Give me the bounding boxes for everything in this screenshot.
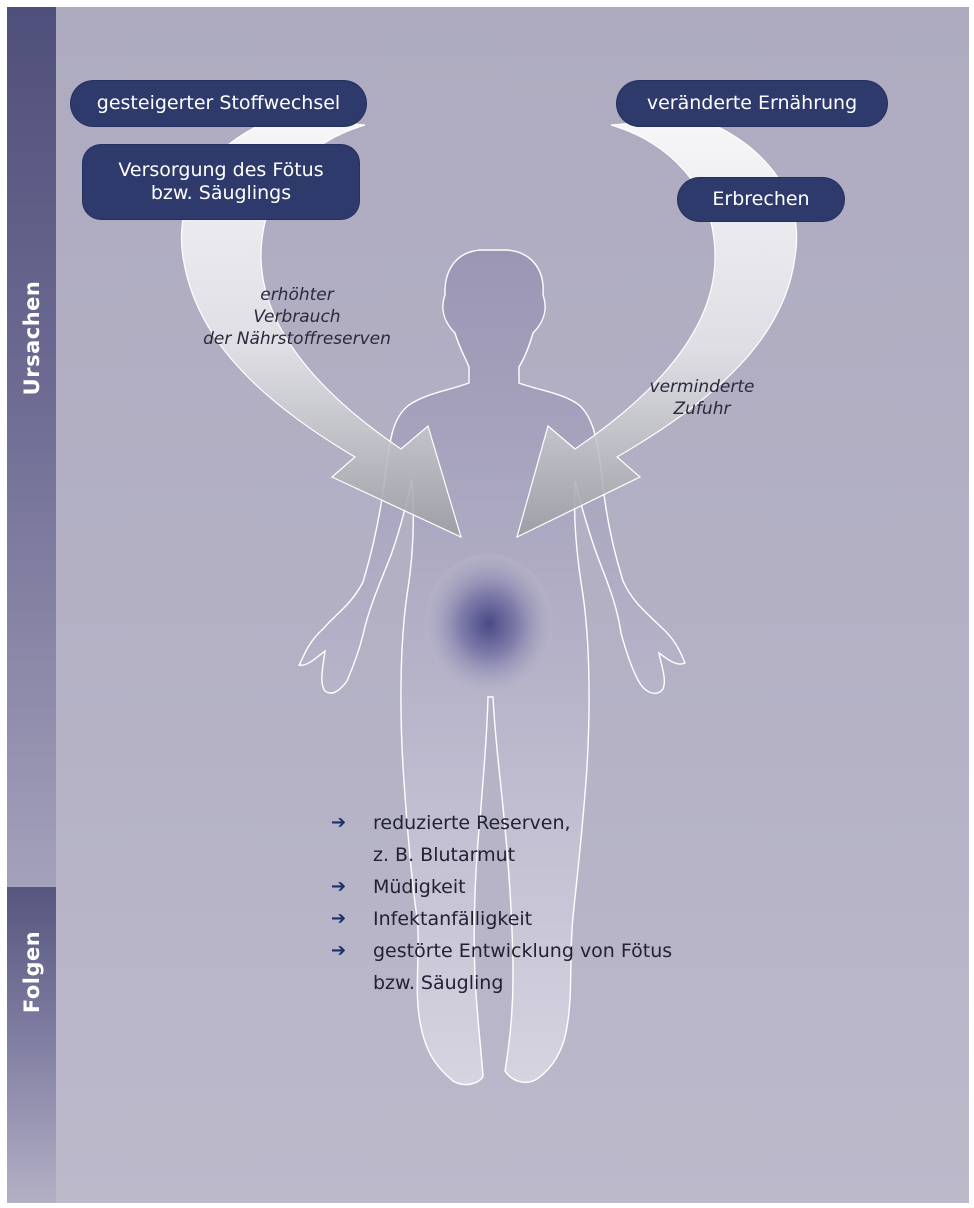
arrow-right-icon: ➔ [331, 903, 346, 935]
consequence-line: Müdigkeit [373, 876, 466, 898]
consequence-line: Infektanfälligkeit [373, 908, 532, 930]
consequence-line-continued: z. B. Blutarmut [373, 839, 672, 871]
cause-changed-diet: veränderte Ernährung [617, 81, 887, 126]
cause-vomiting-label: Erbrechen [712, 188, 809, 211]
left-arrow-caption: erhöhter Verbrauch der Nährstoffreserven [157, 284, 437, 350]
diagram-canvas: Ursachen Folgen [7, 7, 969, 1203]
list-item: ➔ reduzierte Reserven, z. B. Blutarmut [327, 807, 672, 871]
arrow-right-icon: ➔ [331, 871, 346, 903]
consequence-line: reduzierte Reserven, [373, 812, 571, 834]
arrow-right-icon: ➔ [331, 807, 346, 839]
cause-increased-metabolism: gesteigerter Stoffwechsel [71, 81, 366, 126]
right-arrow-caption: verminderte Zufuhr [617, 376, 787, 420]
cause-vomiting: Erbrechen [678, 178, 844, 221]
arrow-right-icon: ➔ [331, 935, 346, 967]
cause-fetus-supply: Versorgung des Fötus bzw. Säuglings [83, 145, 359, 219]
consequence-line-continued: bzw. Säugling [373, 967, 672, 999]
list-item: ➔ Müdigkeit [327, 871, 672, 903]
list-item: ➔ gestörte Entwicklung von Fötus bzw. Sä… [327, 935, 672, 999]
consequence-line: gestörte Entwicklung von Fötus [373, 940, 672, 962]
list-item: ➔ Infektanfälligkeit [327, 903, 672, 935]
cause-fetus-supply-label: Versorgung des Fötus bzw. Säuglings [118, 159, 323, 205]
cause-changed-diet-label: veränderte Ernährung [647, 92, 857, 115]
cause-increased-metabolism-label: gesteigerter Stoffwechsel [97, 92, 340, 115]
consequences-list: ➔ reduzierte Reserven, z. B. Blutarmut ➔… [327, 807, 672, 999]
womb-highlight [425, 554, 553, 694]
